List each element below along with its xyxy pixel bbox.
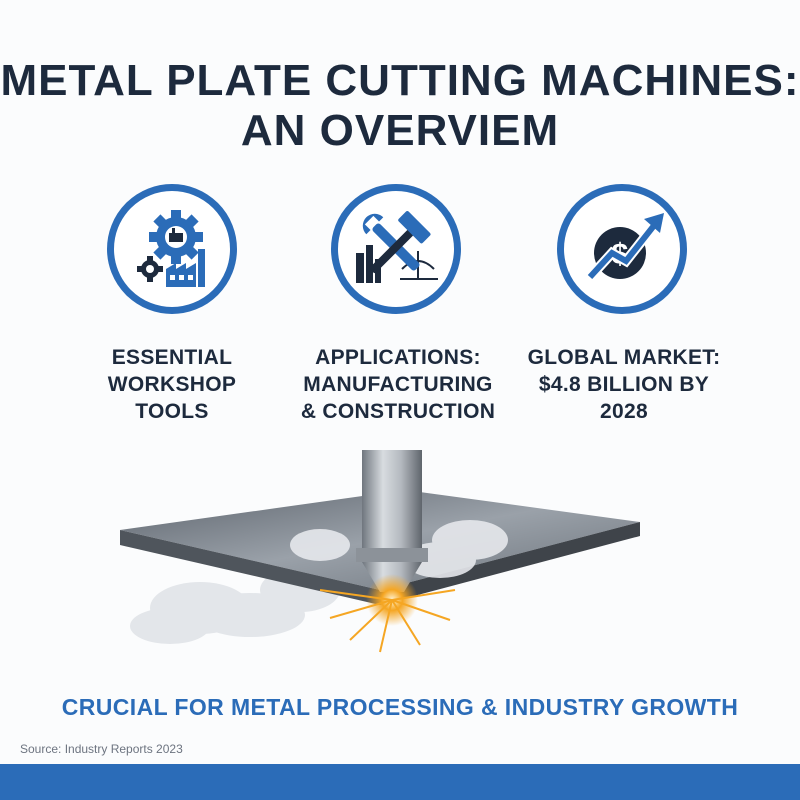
title-line-1: METAL PLATE CUTTING MACHINES: xyxy=(0,56,800,105)
tagline: CRUCIAL FOR METAL PROCESSING & INDUSTRY … xyxy=(61,694,739,720)
title-line-2: AN OVERVIEM xyxy=(240,106,560,155)
gear-factory-icon xyxy=(107,184,237,314)
feature-label-tools: ESSENTIAL WORKSHOP TOOLS xyxy=(107,346,237,423)
cutting-machine-illustration xyxy=(120,450,640,653)
footer-bar xyxy=(0,764,800,800)
dollar-growth-arrow-icon: $ xyxy=(557,184,687,314)
page-title: METAL PLATE CUTTING MACHINES: AN OVERVIE… xyxy=(0,56,800,156)
feature-label-applications: APPLICATIONS: MANUFACTURING & CONSTRUCTI… xyxy=(300,346,496,423)
feature-label-market: GLOBAL MARKET: $4.8 BILLION BY 2028 xyxy=(527,346,721,423)
wrench-hammer-city-icon xyxy=(331,184,461,314)
source-note: Source: Industry Reports 2023 xyxy=(20,742,183,756)
